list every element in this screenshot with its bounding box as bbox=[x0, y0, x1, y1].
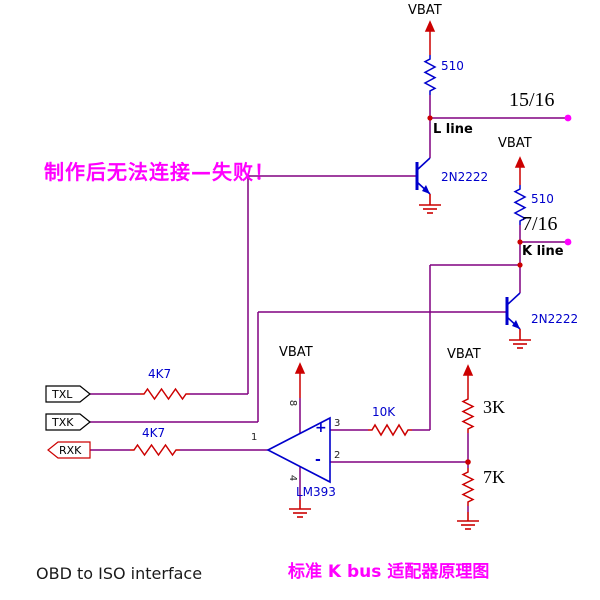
resistor-4k7-rxk bbox=[130, 443, 180, 457]
connector-pin-dots bbox=[564, 114, 572, 246]
port-rxk-label: RXK bbox=[59, 444, 82, 457]
noninverting-input-sign: + bbox=[315, 420, 327, 436]
resistor-7k-label: 7K bbox=[483, 467, 505, 487]
vbat-label-lline: VBAT bbox=[408, 3, 442, 18]
net-pin2-divider bbox=[330, 433, 469, 512]
port-txl-flag bbox=[45, 385, 91, 403]
comparator-lm393-label: LM393 bbox=[296, 485, 336, 499]
port-txk-flag bbox=[45, 413, 91, 431]
vbat-arrow-lm393 bbox=[294, 362, 306, 398]
pin-15-16-label: 15/16 bbox=[509, 89, 555, 111]
resistor-7k bbox=[461, 468, 475, 506]
pin-7-16-dot bbox=[564, 238, 572, 246]
resistor-10k-label: 10K bbox=[372, 405, 396, 419]
resistor-3k-label: 3K bbox=[483, 397, 505, 417]
ground-divider bbox=[457, 512, 479, 530]
resistor-4k7-txl-label: 4K7 bbox=[148, 367, 172, 381]
pin-8-number: 8 bbox=[287, 399, 299, 407]
caption-english: OBD to ISO interface bbox=[36, 564, 203, 583]
transistor-q2 bbox=[505, 292, 521, 330]
resistor-10k bbox=[368, 423, 412, 437]
port-rxk-flag bbox=[47, 441, 91, 459]
net-q1-base bbox=[90, 175, 416, 395]
transistor-q1 bbox=[415, 157, 431, 195]
resistor-3k bbox=[461, 395, 475, 433]
vbat-arrow-divider bbox=[462, 364, 474, 395]
k-line-label: K line bbox=[522, 244, 564, 259]
resistor-510-lline-label: 510 bbox=[441, 59, 464, 73]
port-txk-label: TXK bbox=[52, 416, 74, 429]
net-k-line bbox=[412, 225, 568, 431]
resistor-4k7-rxk-label: 4K7 bbox=[142, 426, 166, 440]
l-line-label: L line bbox=[433, 122, 473, 137]
resistor-4k7-txl bbox=[140, 387, 190, 401]
vbat-label-lm393: VBAT bbox=[279, 345, 313, 360]
caption-chinese: 标准 K bus 适配器原理图 bbox=[288, 562, 490, 582]
port-txl-label: TXL bbox=[52, 388, 73, 401]
transistor-q2-label: 2N2222 bbox=[531, 312, 579, 326]
ground-lm393 bbox=[289, 500, 311, 518]
resistor-510-kline-label: 510 bbox=[531, 192, 554, 206]
net-l-line bbox=[429, 95, 568, 158]
net-txk-q2base bbox=[90, 311, 506, 423]
ground-q1 bbox=[419, 194, 441, 214]
pin-4-number: 4 bbox=[287, 474, 299, 482]
pin-1-number: 1 bbox=[251, 432, 258, 443]
junction-dots bbox=[427, 115, 523, 465]
failure-note: 制作后无法连接—失败！ bbox=[44, 160, 275, 184]
pin-2-number: 2 bbox=[334, 450, 341, 461]
vbat-label-kline: VBAT bbox=[498, 136, 532, 151]
inverting-input-sign: - bbox=[315, 452, 321, 468]
vbat-arrow-kline bbox=[514, 156, 526, 185]
pin-3-number: 3 bbox=[334, 418, 341, 429]
vbat-label-divider: VBAT bbox=[447, 347, 481, 362]
pin-7-16-label: 7/16 bbox=[522, 213, 558, 235]
transistor-q1-label: 2N2222 bbox=[441, 170, 489, 184]
resistor-510-lline bbox=[423, 55, 437, 95]
resistor-510-kline bbox=[513, 185, 527, 225]
ground-q2 bbox=[509, 329, 531, 349]
vbat-arrow-lline bbox=[424, 20, 436, 55]
comparator-lm393-symbol bbox=[266, 416, 331, 484]
pin-15-16-dot bbox=[564, 114, 572, 122]
